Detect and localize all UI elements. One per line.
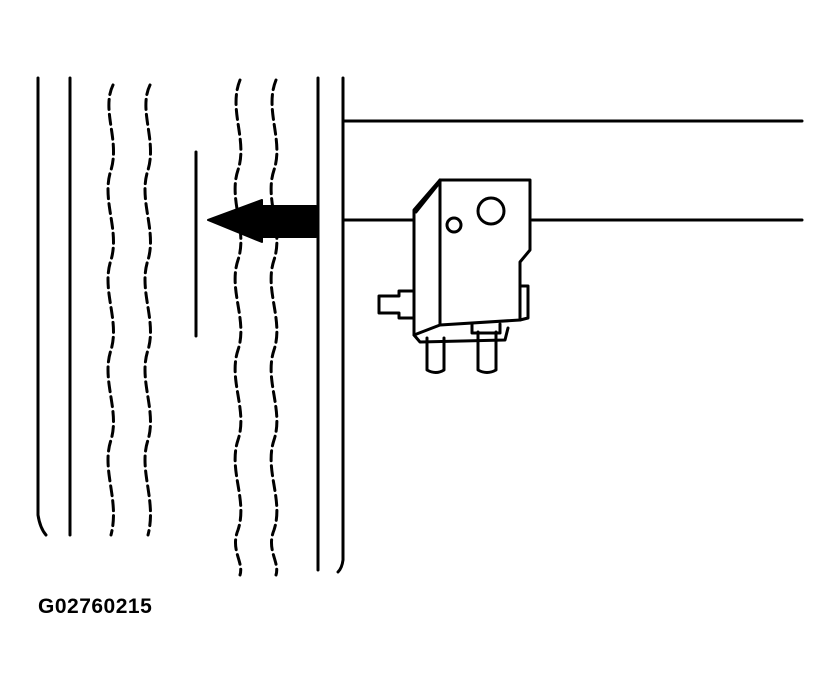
axle-frame-rails <box>341 119 804 222</box>
bracket-hole-small <box>445 216 463 234</box>
mounting-bracket <box>377 178 532 344</box>
bracket-bolts <box>425 322 502 374</box>
direction-arrow <box>207 199 317 243</box>
tire-tread <box>106 78 279 577</box>
tire-right-sidewall <box>316 76 345 574</box>
figure-code: G02760215 <box>38 595 153 618</box>
tire-left-sidewall <box>36 76 72 537</box>
bracket-hole-large <box>476 196 506 226</box>
